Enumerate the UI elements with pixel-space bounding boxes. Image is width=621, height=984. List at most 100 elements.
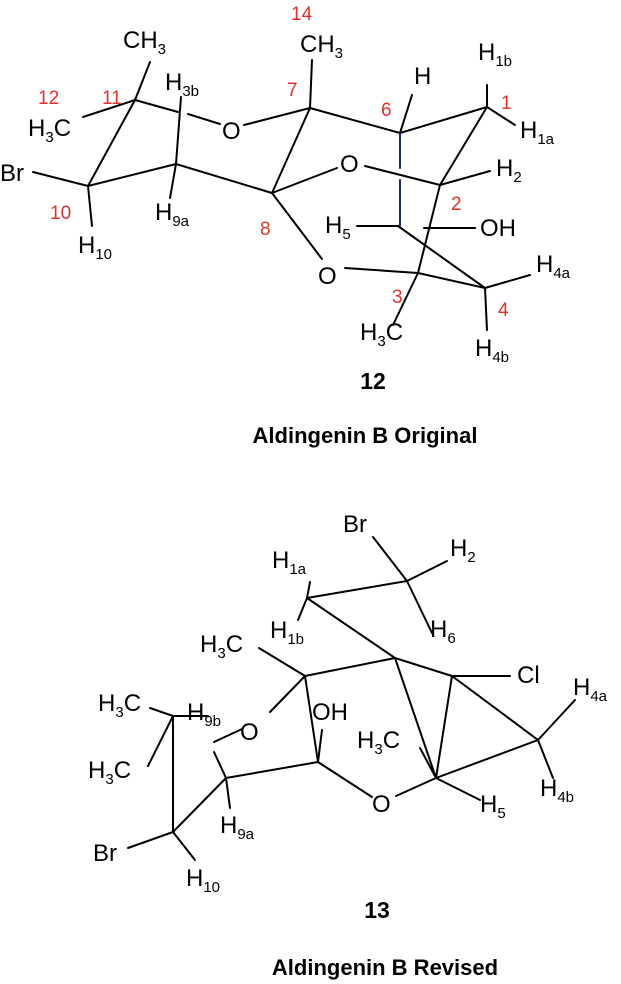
bond [134,61,151,101]
bond [258,647,306,677]
atom-labels-13: Br H2 H1a H1b H3C H6 Cl H4a H3C H9b O OH… [88,511,608,896]
h4a-label: H4a [573,674,608,705]
bond [306,597,396,659]
h2-label: H2 [496,155,522,186]
bond [395,777,437,797]
o-ring-label: O [240,719,259,746]
bond [169,163,177,199]
h3c-left-bot-label: H3C [88,757,131,788]
bond [187,113,221,125]
bond [309,107,401,134]
bond [394,657,453,677]
h3c-mid-label: H3C [357,727,400,758]
bond [297,597,308,621]
ch3-c7-label: CH3 [300,31,343,62]
h3c-left-top-label: H3C [98,690,141,721]
bond [172,831,196,861]
o-mid-label: O [340,151,359,178]
bond [149,707,174,717]
h1b-label: H1b [270,617,304,648]
atom-numbers-12: 14 12 11 7 6 1 10 8 2 3 4 [38,4,512,321]
h3c-12-label: H3C [28,115,71,146]
bond [87,185,93,227]
bonds-13 [127,536,576,861]
structure-13: Br H2 H1a H1b H3C H6 Cl H4a H3C H9b O OH… [88,511,608,980]
oh-label: OH [312,699,348,726]
h9b-label: H9b [187,699,221,730]
caption-12: Aldingenin B Original [253,423,478,448]
atom-number: 2 [451,194,462,215]
bond [127,831,174,849]
h1a-label: H1a [272,547,307,578]
bond [392,272,419,326]
atom-number: 3 [392,287,403,308]
structure-12: CH3 H3C H3b O CH3 H H1b H1a H2 Br O H9a … [0,4,571,448]
h3c-3-label: H3C [360,319,403,350]
bonds-12 [32,59,531,331]
h4a-label: H4a [536,251,571,282]
h9a-label: H9a [155,199,190,230]
atom-labels-12: CH3 H3C H3b O CH3 H H1b H1a H2 Br O H9a … [0,27,571,366]
bond [175,96,182,165]
bond [243,107,311,126]
h5-label: H5 [480,791,506,822]
atom-number: 10 [50,203,71,224]
h3c-upper-label: H3C [200,631,243,662]
cl-label: Cl [517,662,540,689]
bond [271,167,338,194]
bond [309,59,313,109]
bond [317,761,373,798]
bond [82,99,136,118]
bond [484,274,531,289]
bond [417,272,486,289]
br-bot-label: Br [93,840,117,867]
bond [269,675,306,713]
h2-label: H2 [450,535,476,566]
h1a-label: H1a [520,117,555,148]
bond [419,747,437,779]
h9a-label: H9a [220,812,255,843]
caption-13: Aldingenin B Revised [272,955,498,980]
bond [406,580,433,634]
bond [271,107,311,194]
atom-number: 12 [38,88,59,109]
bond [399,94,413,134]
bond [372,536,408,582]
compound-number-13: 13 [364,897,390,923]
atom-number: 11 [102,88,122,109]
compound-number-12: 12 [360,368,386,394]
h3b-label: H3b [165,69,199,100]
atom-number: 6 [381,100,392,121]
h10-label: H10 [186,865,220,896]
bond [394,657,437,779]
bond [486,106,516,126]
bond [399,106,488,134]
bond [304,657,396,677]
bond [213,728,243,743]
bond [397,225,486,289]
bond [134,99,179,113]
ch3-top-label: CH3 [123,27,166,58]
bond [213,751,227,779]
o-low-label: O [318,263,337,290]
bond [271,192,323,260]
bond [435,777,481,801]
bond [87,99,136,187]
bond [451,675,539,741]
bond [225,761,319,779]
bond [147,715,174,767]
bond [439,106,488,186]
h6-label: H6 [430,616,456,647]
bond [364,165,441,186]
atom-number: 14 [291,4,313,25]
bond [537,739,554,779]
bond [537,699,576,741]
bond [435,675,453,779]
bond [306,580,408,599]
oh-label: OH [480,215,516,242]
bond [484,287,488,331]
bond [172,777,227,833]
bond [87,163,177,187]
bond [306,581,311,599]
